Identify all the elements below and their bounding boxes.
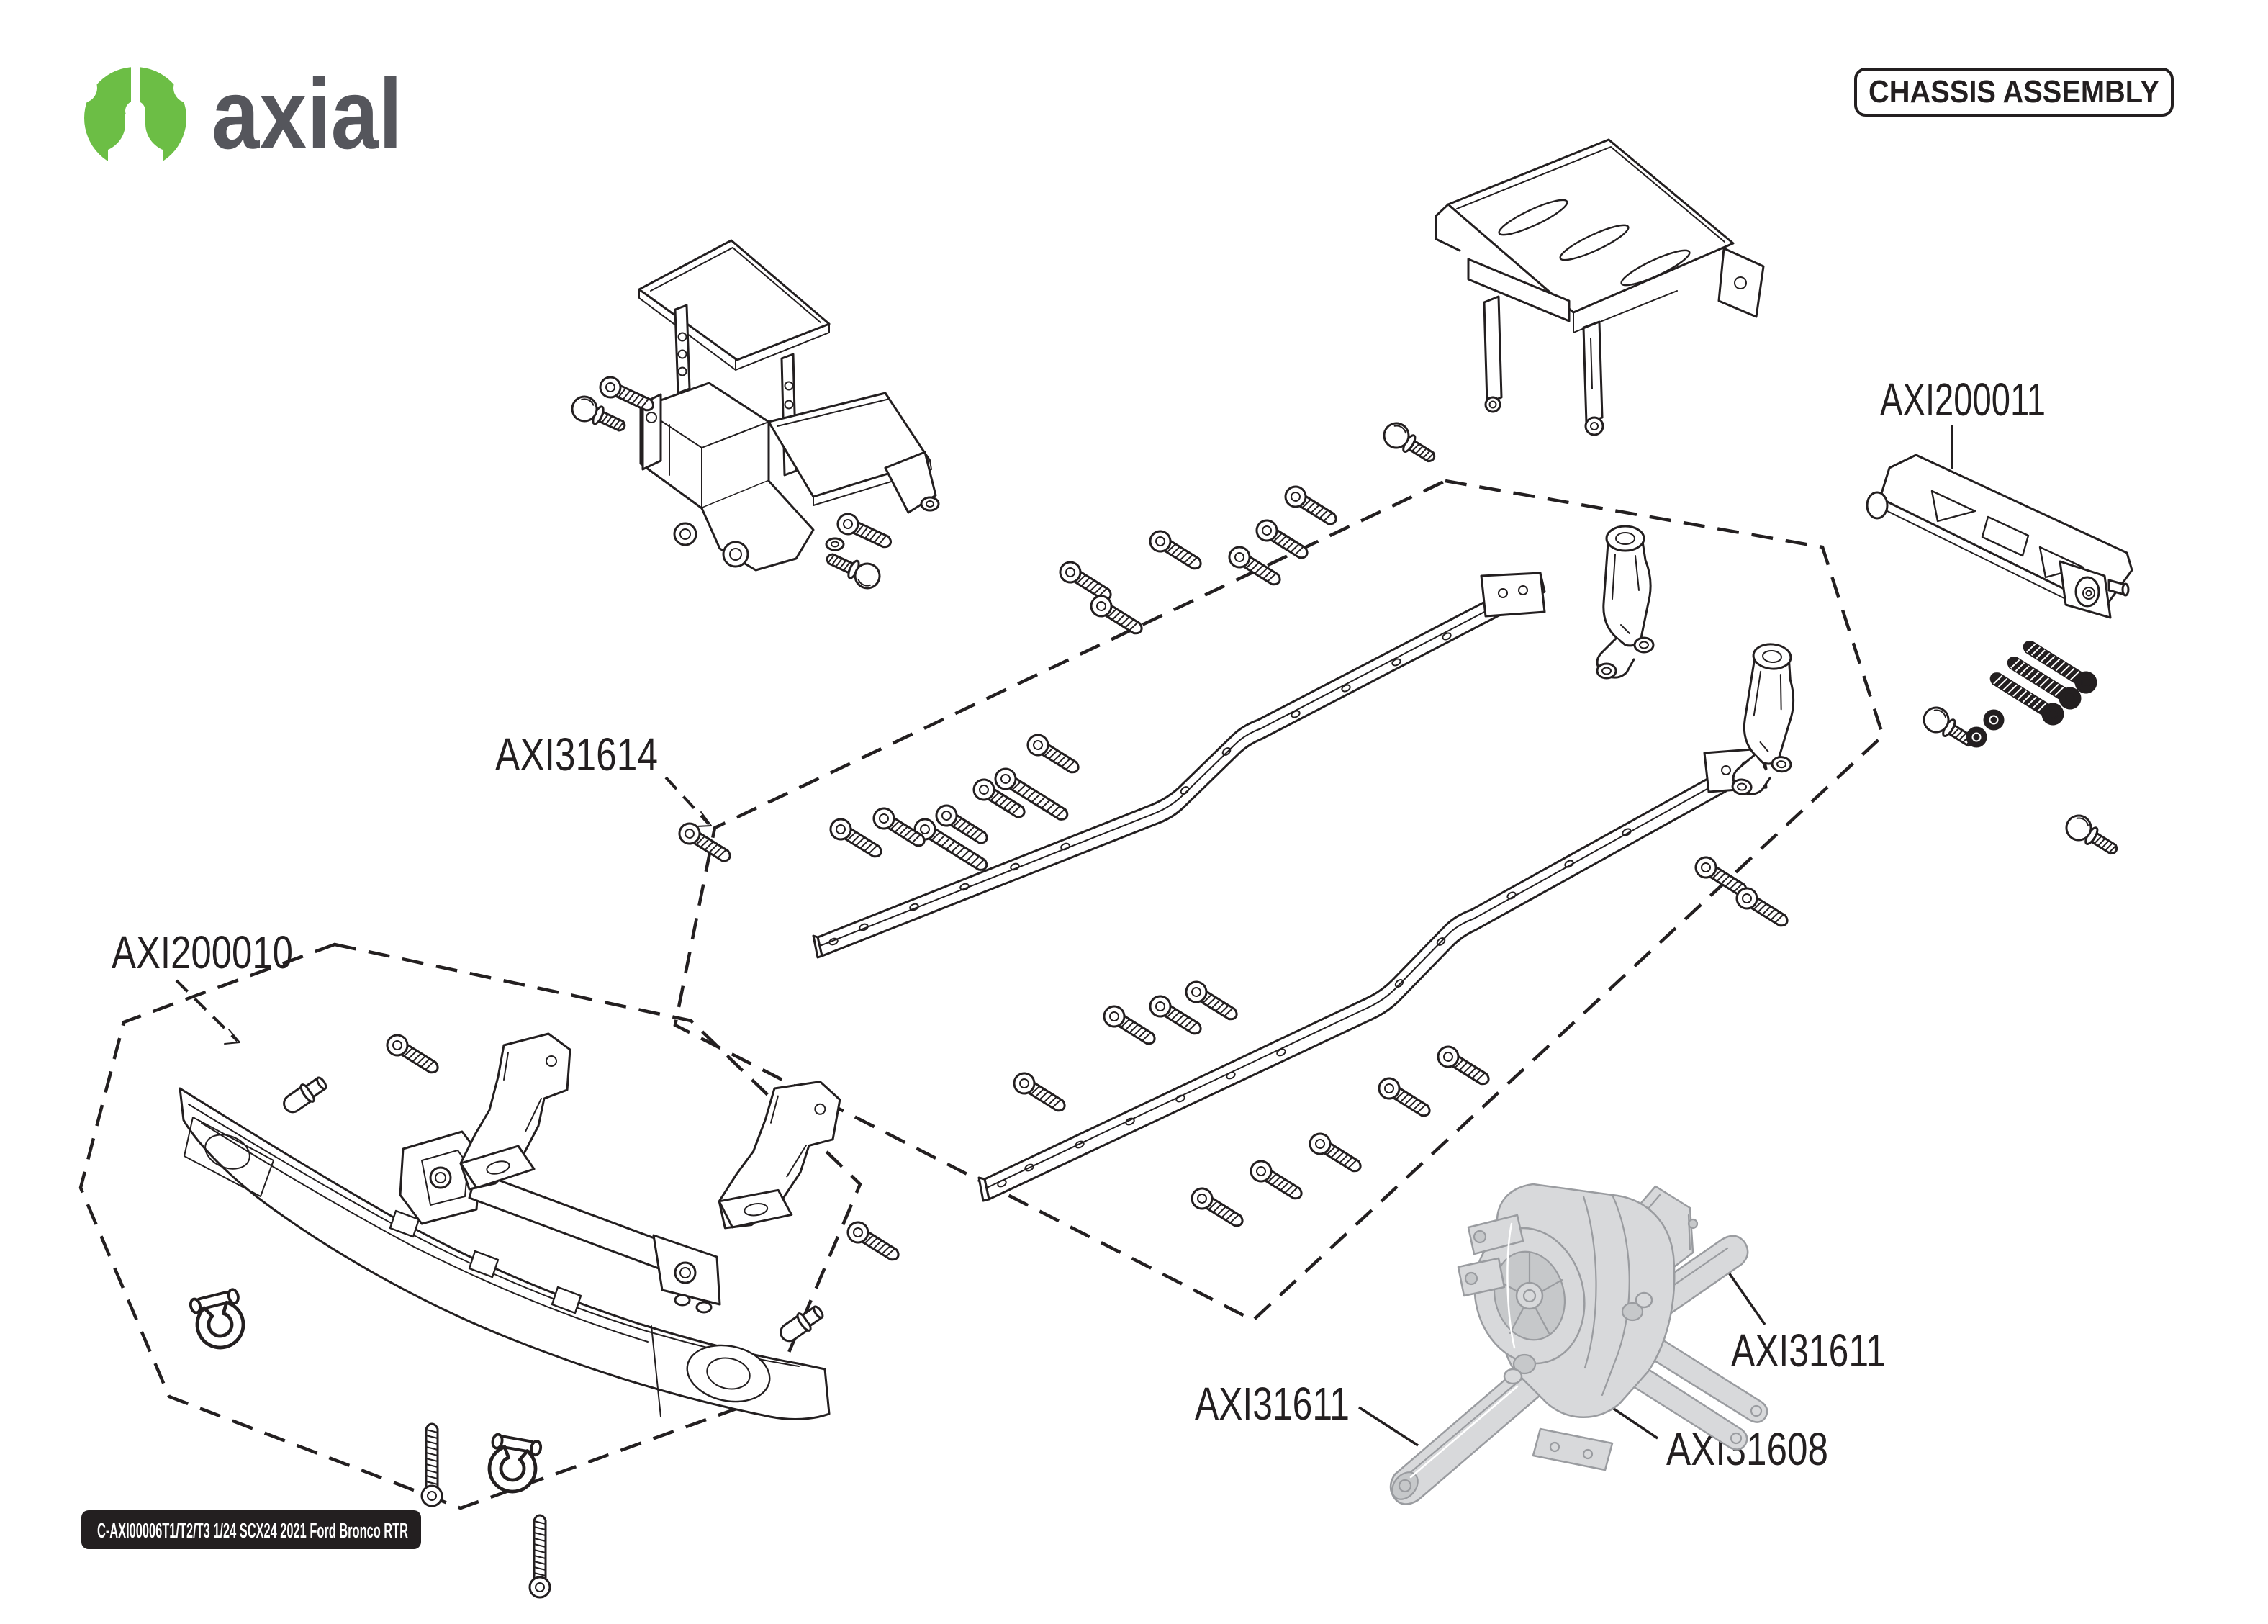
ball-stud-screw <box>821 545 885 594</box>
front-bumper-set <box>179 1030 905 1599</box>
axle-link-bar <box>1637 1330 1768 1423</box>
screw <box>382 1030 444 1080</box>
servo-arm-right <box>884 451 937 514</box>
bumper-end-hole <box>686 1344 771 1403</box>
bracket-hole-triangle <box>1930 490 1976 523</box>
group-boundary-bumper <box>78 942 862 1510</box>
tray-left-flap <box>1435 203 1461 252</box>
tray-right-flange <box>1717 247 1765 318</box>
transmission-axle-assembly <box>1389 1183 1768 1505</box>
ball-stud-screw <box>1378 418 1442 471</box>
tow-shackle <box>189 1289 249 1353</box>
front-bumper <box>179 1087 831 1420</box>
tray-leg-right <box>1582 320 1604 425</box>
screw <box>528 1514 551 1599</box>
servo-saver-wheel <box>673 522 697 546</box>
part-label-axi200011: AXI200011 <box>1880 374 2046 425</box>
footer-badge: C-AXI00006T1/T2/T3 1/24 SCX24 2021 Ford … <box>81 1510 421 1549</box>
axle-bracket <box>1457 1257 1506 1297</box>
plate-post-front <box>674 304 691 394</box>
ball-stud-screw <box>1918 702 1982 755</box>
part-label-axi31611-right: AXI31611 <box>1731 1325 1886 1376</box>
axle-skid <box>1532 1427 1614 1471</box>
bumper-mount-bracket-right <box>715 1071 843 1240</box>
part-label-axi31611-left: AXI31611 <box>1195 1378 1350 1430</box>
bumper-headlight-pocket <box>184 1116 274 1197</box>
leader-axi31611-left <box>1358 1406 1419 1447</box>
servo-saver-wheel <box>722 541 749 568</box>
part-label-axi200010: AXI200010 <box>112 926 293 978</box>
tow-shackle <box>484 1434 541 1496</box>
dark-screw-cluster <box>1966 634 2101 748</box>
shock-tower-right <box>1730 641 1802 800</box>
frame-rail-upper <box>812 572 1546 959</box>
chassis-frame-rail-set <box>674 482 1802 1233</box>
bracket-hole-square <box>1981 515 2030 557</box>
leader-axi200010-arrow <box>224 1029 240 1045</box>
part-labels: AXI200011 AXI31614 AXI200010 AXI31611 AX… <box>112 374 2046 1475</box>
screw <box>420 1422 443 1507</box>
axial-emblem-icon <box>63 62 208 171</box>
servo-front-tower <box>641 393 662 471</box>
leader-axi31614-arrow <box>696 811 712 827</box>
bumper-tab <box>551 1286 582 1314</box>
bracket-left-post <box>1866 491 1889 520</box>
bumper-mount-bracket-left <box>459 1032 571 1191</box>
title-badge-text: CHASSIS ASSEMBLY <box>1869 74 2159 109</box>
tray-leg-left <box>1483 295 1503 405</box>
rail-end-plate <box>1480 572 1546 618</box>
leader-axi200010 <box>175 979 239 1042</box>
shock-tower-left <box>1596 525 1655 680</box>
tray-rail <box>1467 258 1571 322</box>
axial-wordmark: axial <box>212 59 402 170</box>
footer-badge-text: C-AXI00006T1/T2/T3 1/24 SCX24 2021 Ford … <box>97 1520 408 1543</box>
body-mount-bracket <box>1866 454 2133 619</box>
leader-axi31614 <box>664 776 710 826</box>
axle-link-bar <box>1618 1358 1748 1451</box>
ball-stud-screw <box>566 391 631 440</box>
bumper-tab <box>389 1209 420 1238</box>
screw <box>595 372 659 418</box>
ball-stud-screw <box>2061 810 2124 863</box>
part-label-axi31614: AXI31614 <box>495 728 658 780</box>
stub-pin <box>775 1301 828 1347</box>
stub-pin <box>279 1072 331 1118</box>
bumper-tab <box>468 1250 500 1278</box>
axial-logo: axial <box>63 59 402 171</box>
part-label-axi31608: AXI31608 <box>1666 1423 1828 1475</box>
screw <box>843 1217 905 1267</box>
title-badge: CHASSIS ASSEMBLY <box>1854 68 2174 117</box>
bumper-brace <box>399 1130 721 1314</box>
frame-rail-lower <box>977 747 1768 1202</box>
axle-tube-left <box>1389 1368 1542 1505</box>
servo-mount-assembly <box>566 239 940 594</box>
battery-tray <box>1435 138 1765 436</box>
group-boundary-chassis <box>673 479 1885 1322</box>
chassis-top-plate <box>638 239 831 361</box>
